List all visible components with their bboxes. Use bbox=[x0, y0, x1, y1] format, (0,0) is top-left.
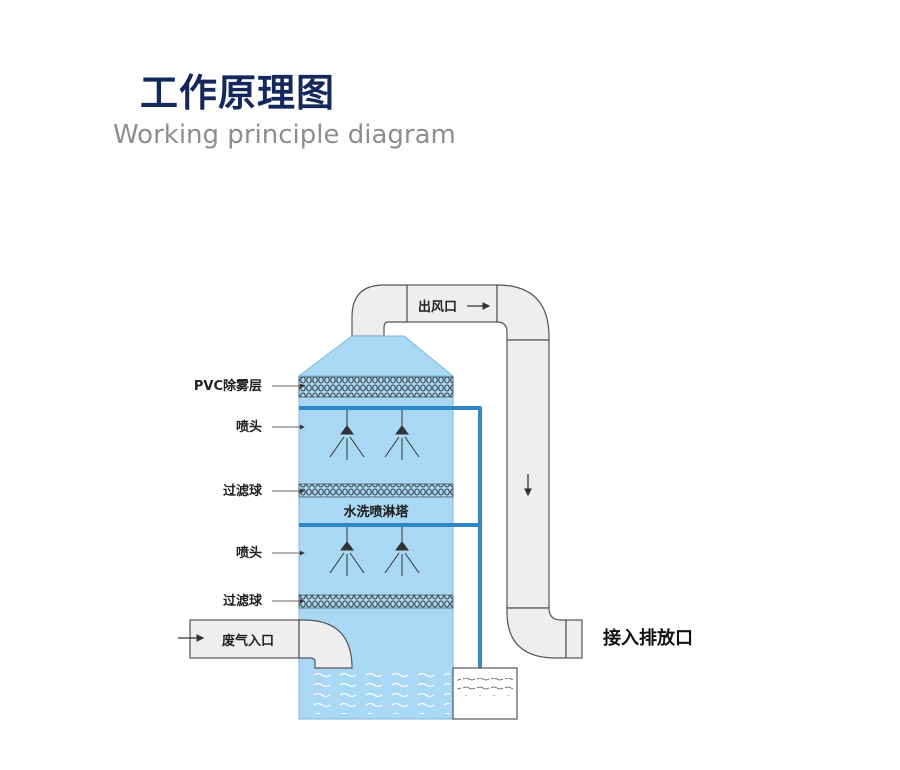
nozzle-label-lower: 喷头 bbox=[236, 545, 262, 561]
pvc-demister-layer bbox=[298, 376, 454, 398]
filter-label-upper: 过滤球 bbox=[223, 483, 263, 499]
callout-lines bbox=[272, 383, 305, 604]
inlet-label: 废气入口 bbox=[222, 633, 274, 649]
nozzle-label-upper: 喷头 bbox=[236, 419, 262, 435]
water-area bbox=[304, 668, 450, 714]
filter-ball-layer-upper bbox=[298, 483, 454, 498]
page-title: 工作原理图 bbox=[140, 71, 336, 115]
nozzle-group-upper bbox=[329, 410, 420, 460]
water-pipe bbox=[299, 406, 482, 690]
filter-label-lower: 过滤球 bbox=[223, 593, 263, 609]
pvc-label: PVC除雾层 bbox=[194, 378, 262, 394]
nozzle-group-lower bbox=[329, 527, 420, 576]
outlet-duct bbox=[351, 284, 583, 659]
outlet-label: 出风口 bbox=[418, 299, 457, 315]
exhaust-label: 接入排放口 bbox=[603, 627, 693, 649]
page-subtitle: Working principle diagram bbox=[113, 120, 456, 150]
tank-water bbox=[457, 678, 513, 696]
tower-label: 水洗喷淋塔 bbox=[343, 504, 409, 520]
inlet-duct bbox=[189, 619, 353, 669]
filter-ball-layer-lower bbox=[298, 594, 454, 609]
